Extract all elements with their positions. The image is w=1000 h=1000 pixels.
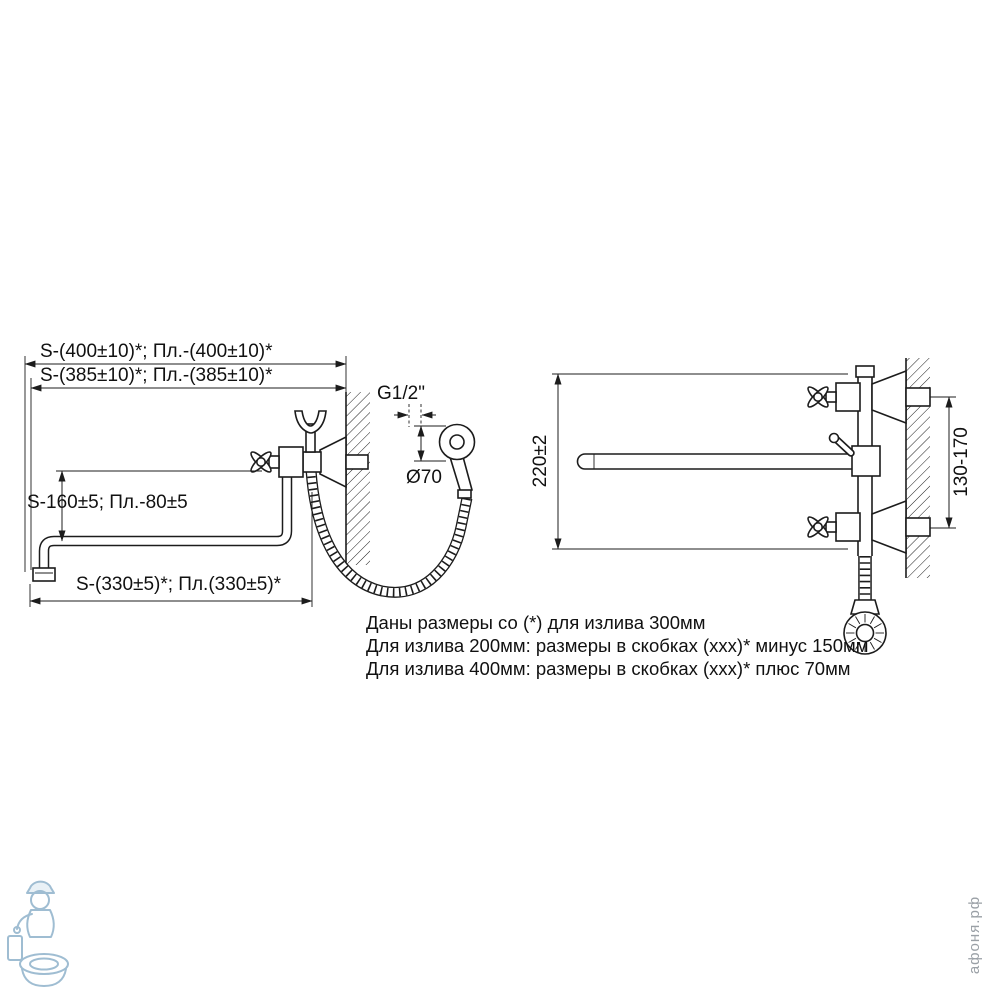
shower-hose-left bbox=[305, 469, 473, 598]
diameter-label: Ø70 bbox=[406, 467, 442, 488]
escutcheon-bell bbox=[319, 435, 347, 489]
spout-nozzle bbox=[32, 567, 56, 582]
dimension-bottom-330: S-(330±5)*; Пл.(330±5)* bbox=[29, 574, 313, 607]
dim-wall-label: 130-170 bbox=[951, 427, 972, 497]
shower-head-front bbox=[843, 556, 887, 655]
wall-nipple bbox=[905, 517, 931, 537]
spray-pattern bbox=[846, 614, 884, 652]
top-valve-assembly bbox=[804, 369, 931, 425]
plumber-mascot-logo bbox=[7, 880, 69, 987]
toilet-bowl bbox=[21, 968, 67, 987]
toilet-seat bbox=[19, 953, 69, 975]
dimension-height-220: 220±2 bbox=[530, 373, 848, 550]
thread-annotation: G1/2" bbox=[377, 383, 436, 427]
wall-nipple bbox=[905, 387, 931, 407]
plumber-body bbox=[26, 909, 55, 938]
spout-tube bbox=[32, 477, 293, 582]
dimension-second-385: S-(385±10)*; Пл.-(385±10)* bbox=[30, 365, 347, 392]
note-line-1: Даны размеры со (*) для излива 300мм bbox=[366, 612, 705, 633]
holder-stem bbox=[305, 423, 316, 453]
diameter-annotation: Ø70 bbox=[406, 425, 446, 488]
escutcheon-bell bbox=[871, 369, 907, 425]
diverter-lever bbox=[828, 432, 881, 477]
note-line-2: Для излива 200мм: размеры в скобках (ххх… bbox=[366, 635, 868, 656]
watermark-text: афоня.рф bbox=[966, 896, 983, 974]
dimension-wall-130-170: 130-170 bbox=[930, 396, 972, 529]
spout-front bbox=[576, 453, 857, 470]
dim-second-label: S-(385±10)*; Пл.-(385±10)* bbox=[40, 365, 273, 386]
dim-vertical-label: 220±2 bbox=[530, 435, 551, 488]
plumber-cap bbox=[26, 880, 55, 894]
dim-height-label: S-160±5; Пл.-80±5 bbox=[27, 492, 188, 513]
bottom-valve-assembly bbox=[804, 499, 931, 555]
shower-head-left bbox=[438, 423, 476, 499]
dimension-height-160: S-160±5; Пл.-80±5 bbox=[27, 470, 262, 542]
toilet-tank bbox=[7, 935, 23, 961]
wall-hatching-left bbox=[345, 392, 370, 565]
note-line-3: Для излива 400мм: размеры в скобках (ххх… bbox=[366, 658, 851, 679]
thread-label: G1/2" bbox=[377, 383, 425, 404]
dim-top-label: S-(400±10)*; Пл.-(400±10)* bbox=[40, 341, 273, 362]
wall-nipple bbox=[345, 454, 369, 470]
faucet-body-left bbox=[247, 410, 369, 489]
valve-body bbox=[278, 446, 304, 478]
escutcheon-bell bbox=[871, 499, 907, 555]
dim-bottom-label: S-(330±5)*; Пл.(330±5)* bbox=[76, 574, 282, 595]
dimension-top-400: S-(400±10)*; Пл.-(400±10)* bbox=[24, 341, 347, 572]
notes-block: Даны размеры со (*) для излива 300мм Для… bbox=[366, 612, 868, 679]
left-view: S-(400±10)*; Пл.-(400±10)* S-(385±10)*; … bbox=[24, 341, 476, 607]
shower-holder-cup bbox=[294, 410, 327, 434]
right-view: 220±2 130-170 bbox=[530, 358, 972, 655]
